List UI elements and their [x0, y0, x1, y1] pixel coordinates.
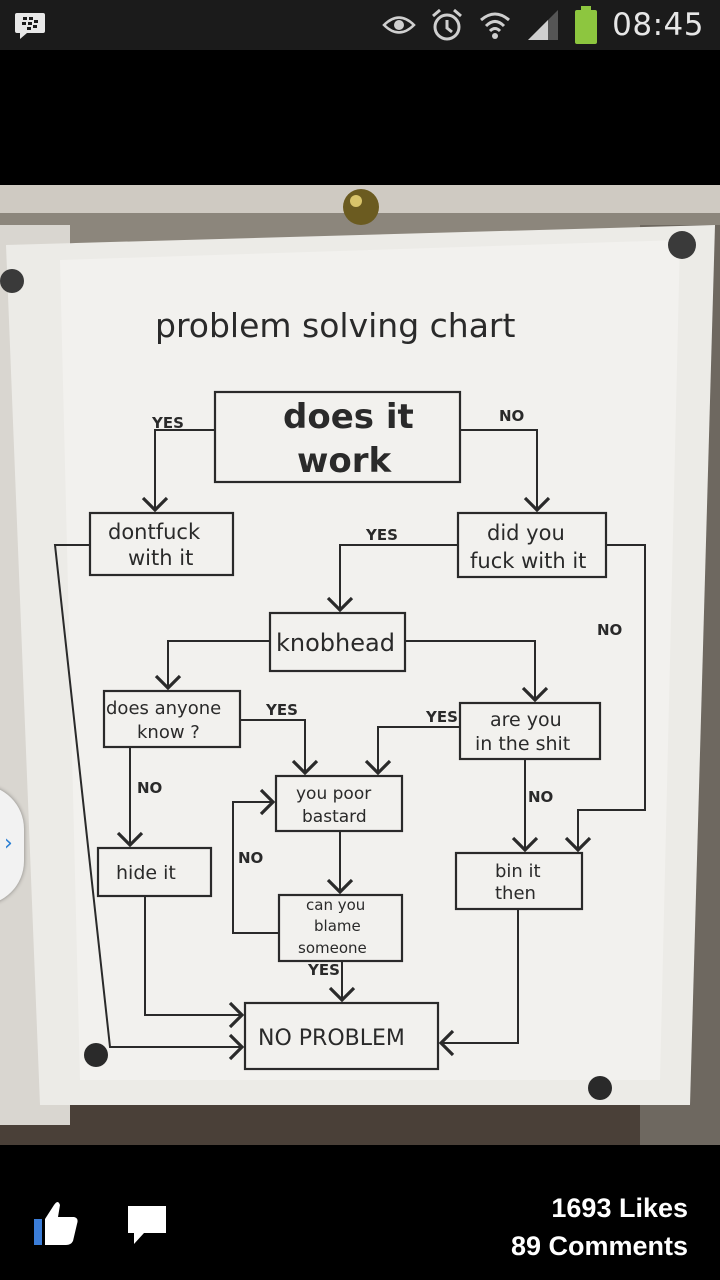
edge-label-no-top: NO	[499, 407, 524, 425]
node-knobhead-text: knobhead	[276, 629, 395, 657]
comment-bubble-icon	[124, 1203, 170, 1247]
clock-time: 08:45	[612, 7, 704, 43]
edge-label-yes-top: YES	[151, 414, 184, 432]
edge-label-no-anyone: NO	[137, 779, 162, 797]
flowchart-photo-svg: problem solving chart	[0, 185, 720, 1145]
node-in-shit-line2: in the shit	[475, 733, 570, 755]
edge-label-no-did: NO	[597, 621, 622, 639]
comments-count[interactable]: 89 Comments	[511, 1227, 688, 1265]
chevron-right-icon: ›	[4, 831, 13, 856]
status-icons: 08:45	[382, 0, 704, 50]
eye-icon	[382, 14, 416, 36]
edge-label-yes-shit: YES	[425, 708, 458, 726]
engagement-counts: 1693 Likes 89 Comments	[511, 1189, 688, 1265]
node-anyone-line1: does anyone	[106, 698, 221, 719]
node-poor-line1: you poor	[296, 784, 371, 804]
likes-count[interactable]: 1693 Likes	[511, 1189, 688, 1227]
thumbs-up-icon	[30, 1197, 82, 1249]
node-did-you-line2: fuck with it	[470, 549, 586, 573]
node-in-shit-line1: are you	[490, 709, 562, 731]
chart-title: problem solving chart	[155, 306, 515, 345]
bbm-icon	[14, 10, 46, 44]
node-does-it-work-line1: does it	[283, 397, 414, 437]
node-bin-line2: then	[495, 883, 536, 904]
wifi-icon	[478, 8, 512, 42]
alarm-icon	[430, 7, 464, 43]
node-blame-line2: blame	[314, 917, 361, 935]
battery-icon	[574, 6, 598, 44]
edge-label-no-blame: NO	[238, 849, 263, 867]
node-poor-line2: bastard	[302, 807, 367, 827]
node-anyone-line2: know ?	[137, 722, 200, 743]
status-bar: 08:45	[0, 0, 720, 50]
node-bin-line1: bin it	[495, 861, 541, 882]
edge-label-yes-blame: YES	[307, 961, 340, 979]
photo-flowchart: problem solving chart	[0, 185, 720, 1145]
node-did-you-line1: did you	[487, 521, 565, 545]
node-blame-line3: someone	[298, 939, 367, 957]
like-button[interactable]	[30, 1197, 82, 1249]
node-does-it-work-line2: work	[297, 441, 393, 481]
edge-label-yes-anyone: YES	[265, 701, 298, 719]
comment-button[interactable]	[124, 1203, 170, 1247]
node-blame-line1: can you	[306, 896, 365, 914]
edge-label-no-shit: NO	[528, 788, 553, 806]
edge-label-yes-did: YES	[365, 526, 398, 544]
node-no-problem-text: NO PROBLEM	[258, 1026, 405, 1051]
node-dont-fuck-line2: with it	[128, 546, 193, 570]
node-hide-text: hide it	[116, 862, 176, 884]
bottom-action-bar: 1693 Likes 89 Comments	[0, 1145, 720, 1280]
node-dont-fuck-line1: dontfuck	[108, 520, 201, 544]
signal-icon	[526, 8, 560, 42]
